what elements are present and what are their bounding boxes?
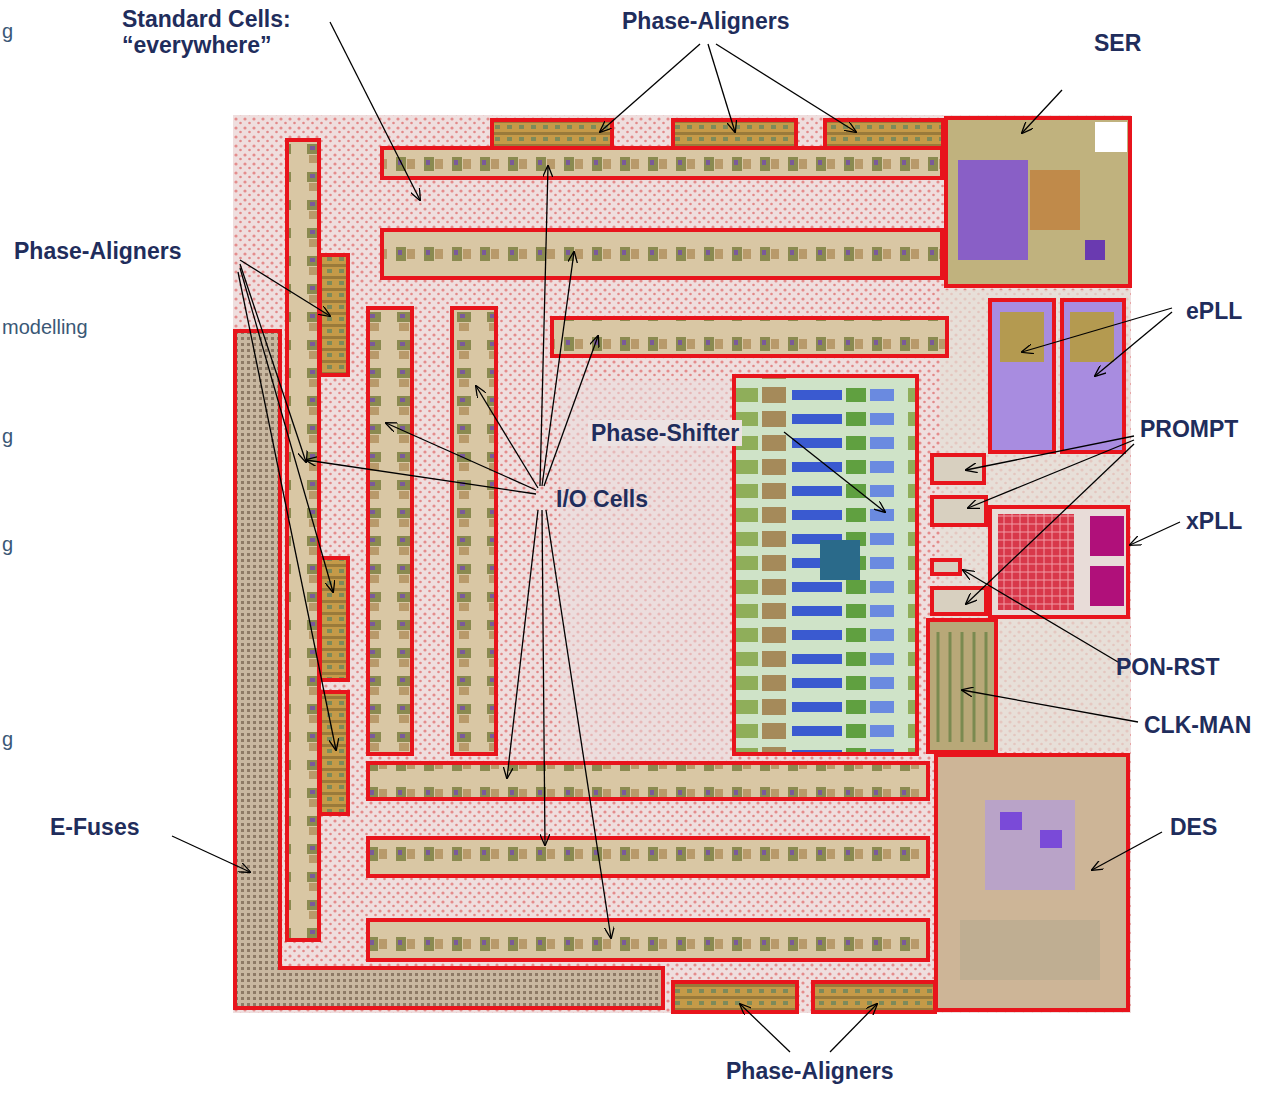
phase-aligners-label: Phase-Aligners xyxy=(726,1058,893,1084)
epll-label: ePLL xyxy=(1186,298,1242,324)
phase-shifter-block xyxy=(736,378,915,752)
phase-shifter-label: Phase-Shifter xyxy=(588,420,742,446)
phase-aligner-blocks xyxy=(322,122,941,1010)
slide-text-fragment: modelling xyxy=(2,316,88,339)
leader-lines xyxy=(172,22,1180,1052)
io-cell-rows xyxy=(289,142,945,958)
slide-text-fragment: g xyxy=(2,728,13,751)
serializer-block xyxy=(948,120,1128,284)
die-area xyxy=(233,115,1131,1013)
e-fuses-label: E-Fuses xyxy=(50,814,139,840)
slide-text-fragment: g xyxy=(2,20,13,43)
epll-blocks xyxy=(992,302,1122,450)
xpll-label: xPLL xyxy=(1186,508,1242,534)
standard-cells-label: Standard Cells: “everywhere” xyxy=(122,6,307,59)
ser-label: SER xyxy=(1094,30,1141,56)
slide-text-fragment: g xyxy=(2,533,13,556)
pon-rst-label: PON-RST xyxy=(1116,654,1220,680)
des-label: DES xyxy=(1170,814,1217,840)
phase-aligners-label: Phase-Aligners xyxy=(622,8,789,34)
slide-text-fragment: g xyxy=(2,425,13,448)
deserializer-block xyxy=(938,757,1126,1008)
prompt-label: PROMPT xyxy=(1140,416,1238,442)
phase-aligners-label: Phase-Aligners xyxy=(14,238,181,264)
clk-man-label: CLK-MAN xyxy=(1144,712,1251,738)
io-cells-label: I/O Cells xyxy=(556,486,648,512)
clock-manager-block xyxy=(930,622,994,750)
block-outlines xyxy=(235,118,1130,1012)
